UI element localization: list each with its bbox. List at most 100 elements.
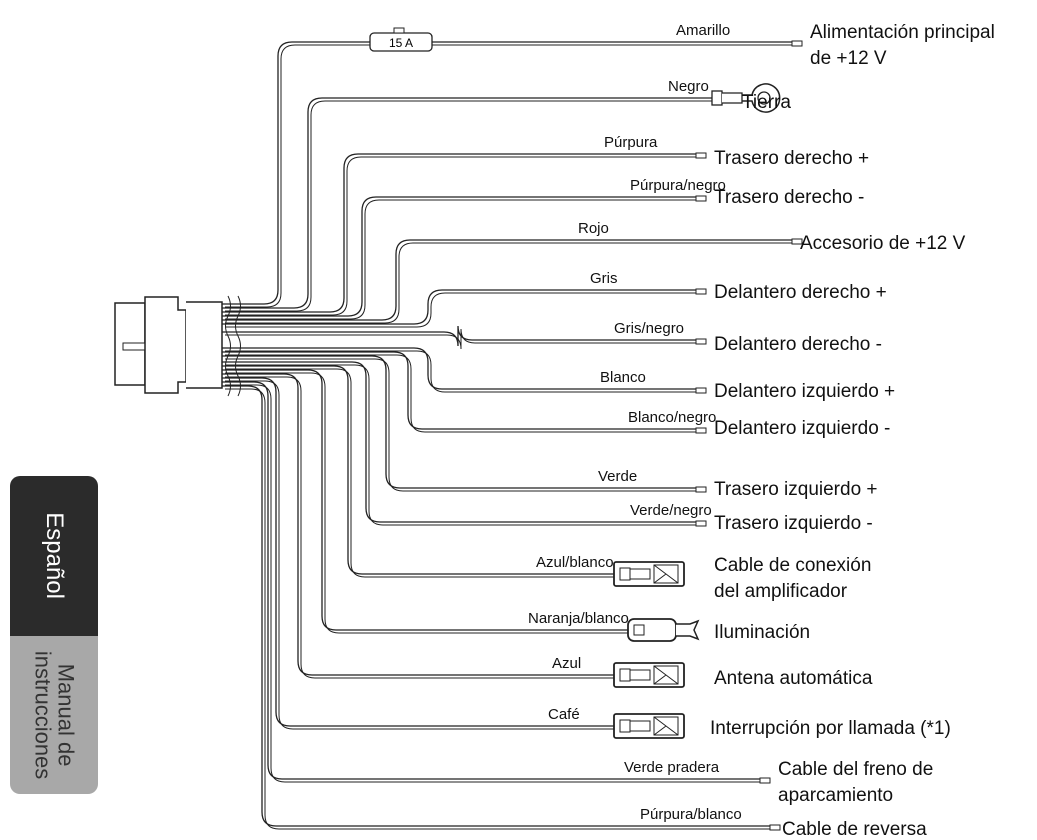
- wire-2: [222, 97, 712, 309]
- female-connector-crimp: [619, 567, 631, 581]
- wire-15: [222, 377, 614, 727]
- wire-8: [222, 347, 696, 390]
- wire-function-label: del amplificador: [714, 581, 848, 602]
- wire-13-outline: [225, 372, 631, 634]
- wire-color-label: Café: [548, 706, 580, 723]
- language-tab-label: Español: [40, 512, 68, 600]
- language-tab: Español: [10, 476, 98, 636]
- wire-7: [222, 325, 696, 347]
- wire-6-outline: [225, 292, 699, 328]
- female-connector-sleeve: [629, 720, 651, 732]
- wires-layer: [222, 27, 803, 831]
- wire-3: [222, 153, 696, 313]
- wire-16-outline: [225, 384, 763, 783]
- wire-color-label: Blanco: [600, 369, 646, 386]
- manual-tab-label: Manual de instrucciones: [30, 650, 79, 780]
- wire-color-label: Negro: [668, 78, 709, 95]
- female-connector-sleeve: [629, 669, 651, 681]
- wire-function-label: Trasero derecho +: [714, 148, 869, 169]
- wire-function-label: aparcamiento: [778, 785, 893, 806]
- bare-wire-end: [695, 195, 707, 202]
- fuse-rating-label: 15 A: [389, 36, 413, 50]
- wire-function-label: Delantero derecho +: [714, 282, 887, 303]
- ring-terminal: [742, 83, 781, 113]
- wire-5-outline: [225, 242, 795, 324]
- wire-color-label: Verde: [598, 468, 637, 485]
- wire-color-label: Naranja/blanco: [528, 610, 629, 627]
- fuse-cap: [393, 27, 405, 34]
- bare-wire-end: [695, 520, 707, 527]
- wire-function-label: Delantero izquierdo +: [714, 381, 895, 402]
- ring-terminal-hole: [757, 91, 771, 105]
- wire-function-label: Cable del freno de: [778, 759, 933, 780]
- female-connector-crimp: [619, 719, 631, 733]
- wire-3-outline: [225, 156, 699, 316]
- female-connector-socket: [653, 665, 679, 685]
- wire-2-outline: [225, 100, 715, 312]
- bare-wire-end: [695, 152, 707, 159]
- wire-color-label: Púrpura/blanco: [640, 806, 742, 823]
- female-connector-socket: [653, 564, 679, 584]
- wire-14: [222, 373, 614, 676]
- wire-function-label: Cable de reversa: [782, 819, 927, 840]
- bare-wire-end: [759, 777, 771, 784]
- bare-wire-end: [695, 486, 707, 493]
- wire-14-outline: [225, 376, 617, 679]
- labels-layer: 15 A Amarillo Alimentación principal de +12…: [389, 22, 995, 840]
- wire-color-label: Púrpura: [604, 134, 658, 151]
- wire-function-label: Trasero derecho -: [714, 187, 864, 208]
- wire-function-label: Cable de conexión: [714, 555, 871, 576]
- female-connector-crimp: [619, 668, 631, 682]
- wire-17: [222, 385, 770, 827]
- wire-16: [222, 381, 760, 780]
- wire-10-outline: [225, 358, 699, 492]
- wire-function-label: Trasero izquierdo -: [714, 513, 873, 534]
- bare-wire-end: [695, 288, 707, 295]
- wire-10: [222, 355, 696, 489]
- wire-8-outline: [225, 350, 699, 393]
- harness-connector: [114, 296, 223, 394]
- wire-function-label: Antena automática: [714, 668, 873, 689]
- wire-color-label: Púrpura/negro: [630, 177, 726, 194]
- wire-6: [222, 289, 696, 325]
- manual-tab-line2: instrucciones: [30, 650, 56, 780]
- ring-terminal-sleeve: [711, 90, 723, 106]
- wire-function-label: Trasero izquierdo +: [714, 479, 878, 500]
- wire-7-outline: [225, 328, 699, 350]
- wire-4: [222, 196, 696, 317]
- wire-color-label: Amarillo: [676, 22, 730, 39]
- bare-wire-end: [769, 824, 781, 831]
- wire-13: [222, 369, 628, 631]
- wire-color-label: Azul: [552, 655, 581, 672]
- wire-color-label: Verde/negro: [630, 502, 712, 519]
- wire-17-outline: [225, 388, 773, 830]
- wire-function-label: Tierra: [742, 92, 791, 113]
- bundle-break-marks: [225, 295, 241, 397]
- wire-function-label: Delantero izquierdo -: [714, 418, 890, 439]
- wire-15-outline: [225, 380, 617, 730]
- wire-color-label: Blanco/negro: [628, 409, 716, 426]
- wire-9-outline: [225, 354, 699, 433]
- wire-12-outline: [225, 368, 617, 578]
- male-connector-pin: [676, 619, 700, 641]
- wire-1-outline: [225, 44, 795, 308]
- wire-11-outline: [225, 364, 699, 526]
- bare-wire-end: [695, 338, 707, 345]
- manual-tab-line1: Manual de: [53, 663, 79, 767]
- wire-5: [222, 239, 792, 321]
- wire-function-label: de +12 V: [810, 48, 887, 69]
- wire-4-outline: [225, 199, 699, 320]
- wire-11: [222, 361, 696, 523]
- ring-terminal-barrel: [722, 92, 743, 104]
- wire-12: [222, 365, 614, 575]
- bare-wire-end: [791, 238, 803, 245]
- wire-function-label: Accesorio de +12 V: [800, 233, 966, 254]
- wire-function-label: Alimentación principal: [810, 22, 995, 43]
- female-connector-socket: [653, 716, 679, 736]
- manual-tab: Manual de instrucciones: [10, 636, 98, 794]
- wire-function-label: Interrupción por llamada (*1): [710, 718, 951, 739]
- wire-color-label: Azul/blanco: [536, 554, 614, 571]
- wire-color-label: Rojo: [578, 220, 609, 237]
- bare-wire-end: [695, 427, 707, 434]
- bare-wire-end: [695, 387, 707, 394]
